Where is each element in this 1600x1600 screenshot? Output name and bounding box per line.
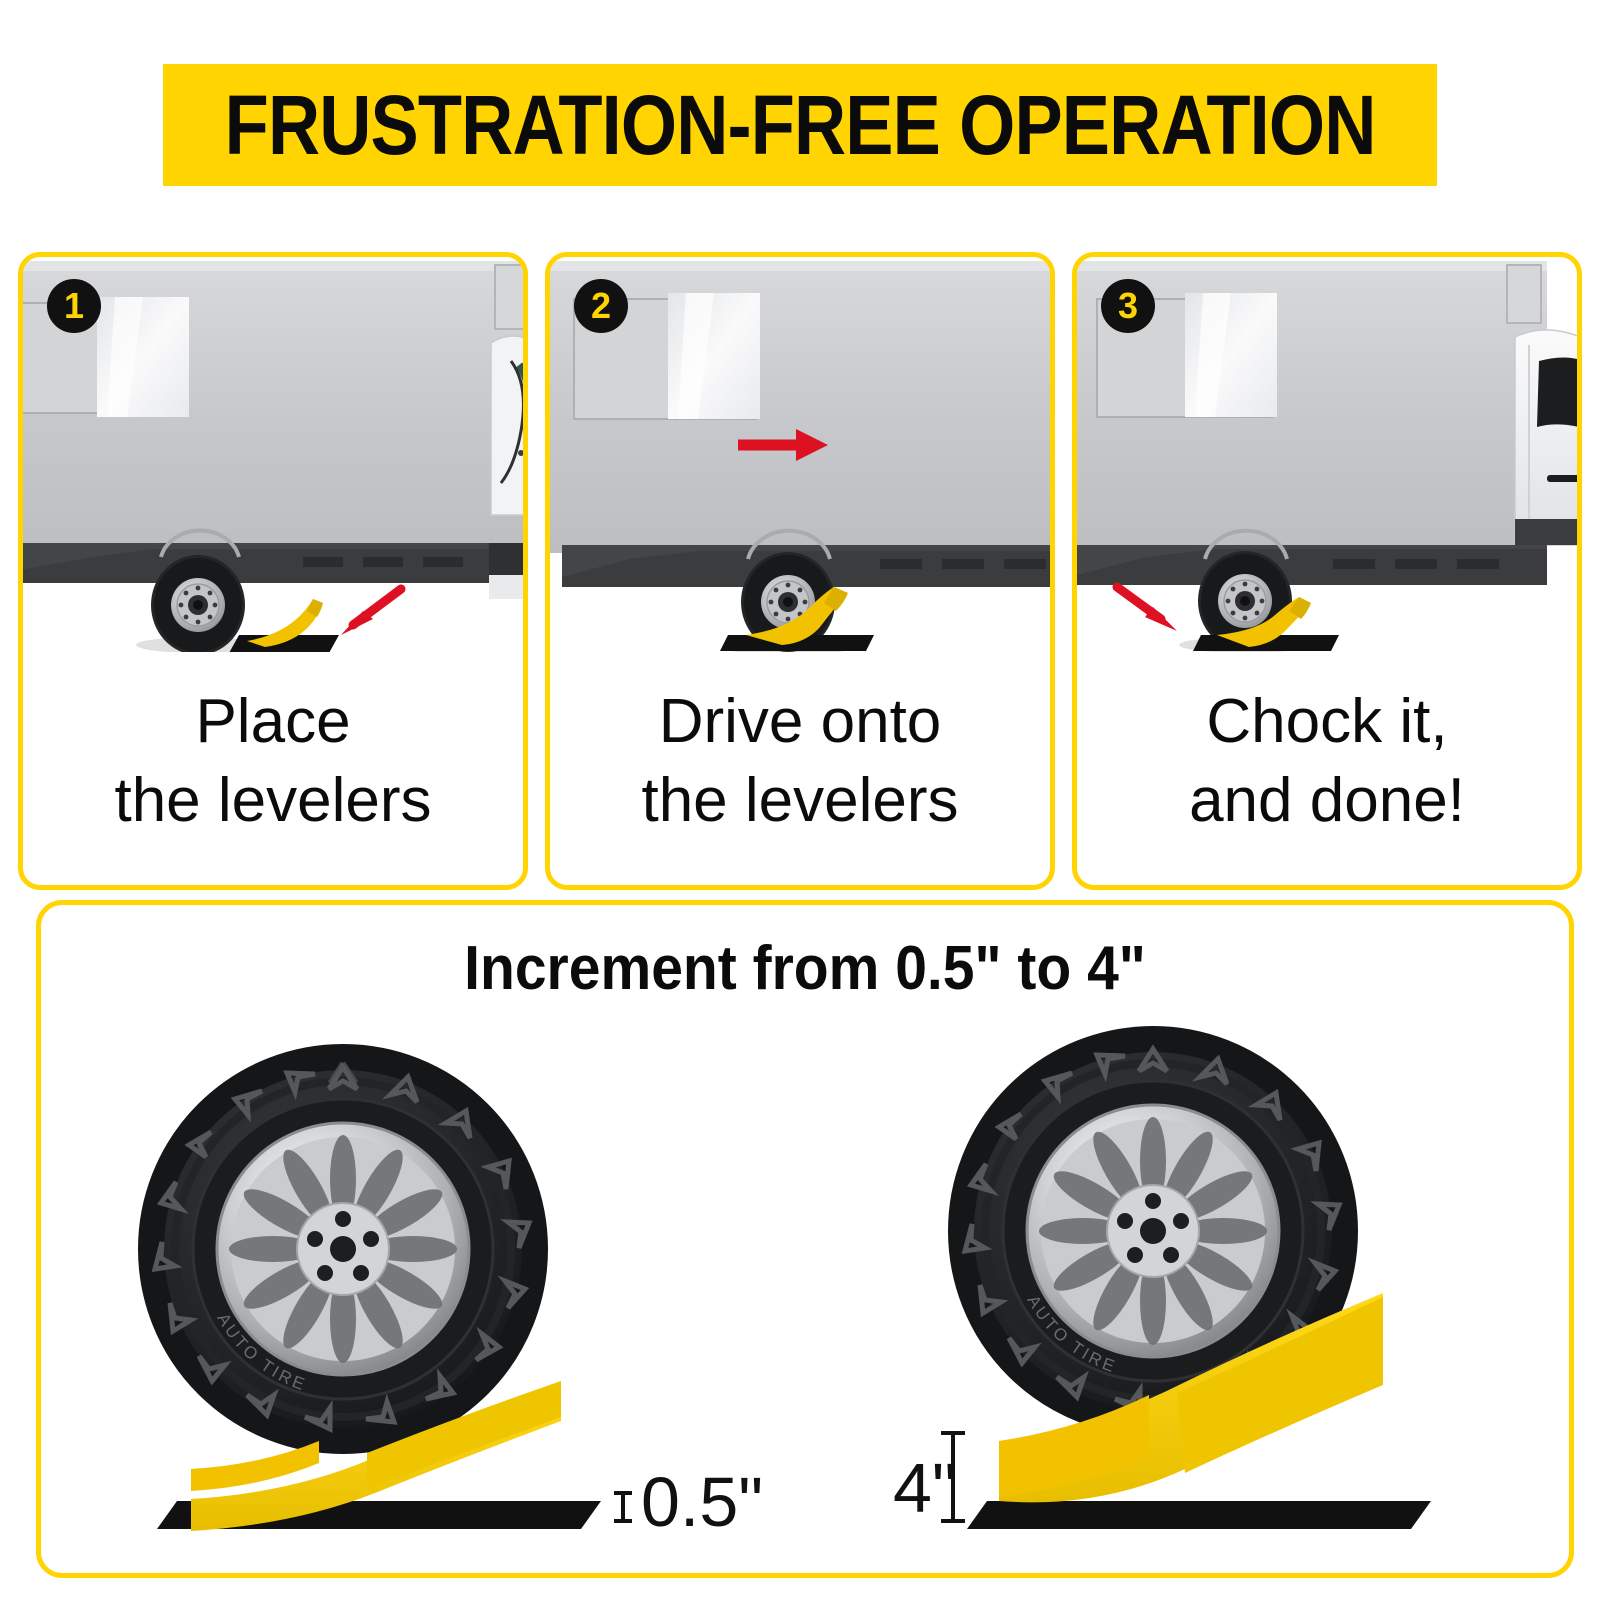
step-2-illustration	[550, 257, 1050, 652]
step-caption-1: Place the levelers	[23, 682, 523, 841]
step-caption-2-line1: Drive onto	[658, 687, 942, 756]
step-caption-1-line2: the levelers	[114, 766, 432, 836]
step-panel-2: 2 Drive onto the levelers	[545, 252, 1055, 890]
dimension-label-high: 4"	[893, 1449, 957, 1527]
tire-comparison-row: AUTO TIRE	[41, 1001, 1569, 1561]
rv-scene-3	[1077, 261, 1577, 652]
dimension-marker-left	[614, 1491, 632, 1523]
step-number-1: 1	[63, 285, 85, 326]
step-number-3: 3	[1117, 285, 1139, 326]
tire-unit-high: AUTO TIRE	[891, 1001, 1531, 1561]
step-caption-3-line2: and done!	[1189, 766, 1465, 836]
tire-on-low-leveler: AUTO TIRE	[138, 1044, 632, 1531]
rv-scene-2	[550, 261, 1050, 652]
step-caption-3: Chock it, and done!	[1077, 682, 1577, 841]
rv-scene-1	[23, 261, 523, 652]
tire-on-high-leveler: AUTO TIRE	[941, 1026, 1431, 1529]
page-title: FRUSTRATION-FREE OPERATION	[224, 78, 1377, 172]
step-caption-1-line1: Place	[195, 687, 351, 756]
step-caption-3-line1: Chock it,	[1206, 687, 1448, 756]
increment-title: Increment from 0.5" to 4"	[464, 934, 1146, 1003]
step-number-2: 2	[590, 285, 612, 326]
step-panel-1: 1 Place the levelers	[18, 252, 528, 890]
title-banner: FRUSTRATION-FREE OPERATION	[163, 64, 1437, 186]
step-badge-3: 3	[1101, 279, 1155, 333]
dimension-marker-right	[941, 1431, 965, 1523]
red-arrow-down-right	[1112, 582, 1177, 631]
step-1-illustration	[23, 257, 523, 652]
increment-panel: Increment from 0.5" to 4"	[36, 900, 1574, 1578]
step-3-illustration	[1077, 257, 1577, 652]
step-caption-2-line2: the levelers	[641, 766, 959, 836]
red-arrow-right	[738, 429, 828, 461]
dimension-label-low: 0.5"	[641, 1463, 764, 1541]
step-panels: 1 Place the levelers	[18, 252, 1582, 890]
red-arrow-down-left	[341, 584, 406, 635]
step-badge-2: 2	[574, 279, 628, 333]
step-panel-3: 3 Chock it, and done!	[1072, 252, 1582, 890]
step-caption-2: Drive onto the levelers	[550, 682, 1050, 841]
step-badge-1: 1	[47, 279, 101, 333]
tire-unit-low: AUTO TIRE	[81, 1001, 763, 1561]
